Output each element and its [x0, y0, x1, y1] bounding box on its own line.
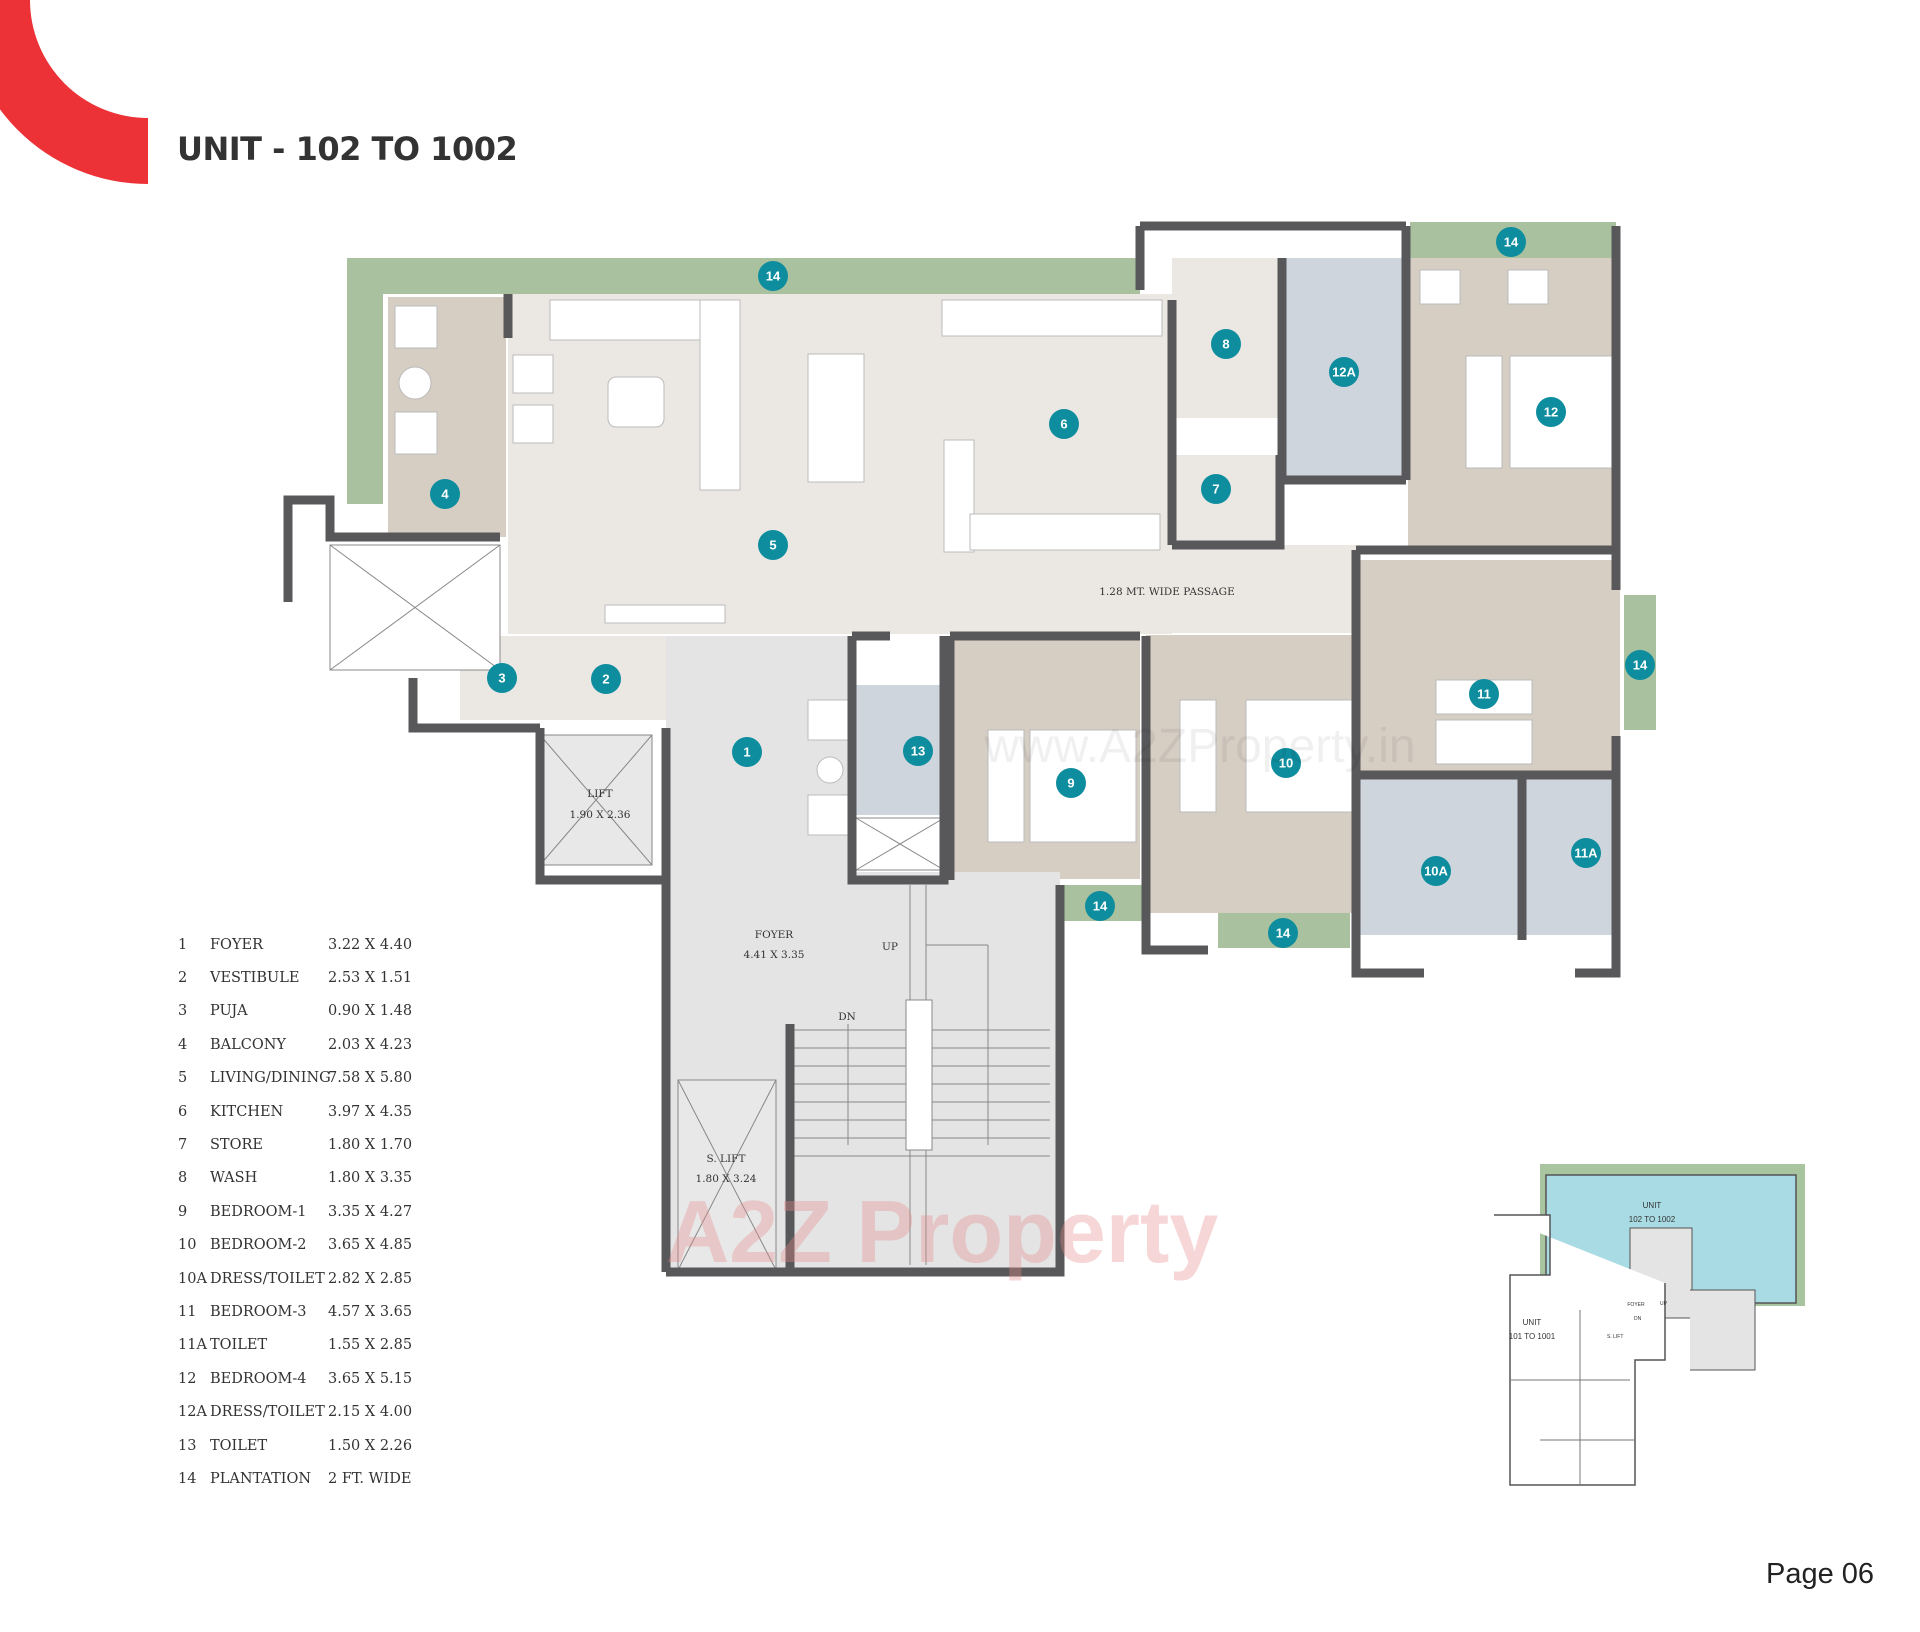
- staircase: [790, 885, 1050, 1265]
- svg-text:14: 14: [1633, 658, 1648, 673]
- svg-text:8: 8: [1222, 337, 1229, 352]
- foyer-label: FOYER: [755, 929, 794, 941]
- svg-text:101 TO 1001: 101 TO 1001: [1509, 1332, 1556, 1341]
- svg-text:14: 14: [1276, 926, 1291, 941]
- marker-4: 4: [430, 479, 460, 509]
- passage-label: 1.28 MT. WIDE PASSAGE: [1099, 586, 1235, 598]
- service-lift-size: 1.80 X 3.24: [696, 1173, 757, 1185]
- key-plan: UNIT 102 TO 1002 UNIT 101 TO 1001 FOYER …: [1494, 1164, 1805, 1486]
- passage: [1172, 545, 1356, 633]
- watermark-url: www.A2ZProperty.in: [983, 720, 1415, 773]
- watermark-logo: A2Z Property: [666, 1182, 1219, 1281]
- svg-text:11A: 11A: [1574, 846, 1598, 861]
- marker-1: 1: [732, 737, 762, 767]
- page-number: Page 06: [1766, 1558, 1875, 1590]
- svg-text:9: 9: [1067, 776, 1074, 791]
- marker-12a: 12A: [1329, 357, 1359, 387]
- marker-12: 12: [1536, 397, 1566, 427]
- svg-text:5: 5: [769, 538, 776, 553]
- marker-14: 14: [1625, 650, 1655, 680]
- marker-10a: 10A: [1421, 856, 1451, 886]
- svg-text:DN: DN: [1634, 1316, 1642, 1322]
- svg-text:UP: UP: [1660, 1301, 1668, 1307]
- svg-text:14: 14: [1504, 235, 1519, 250]
- stair-up-label: UP: [882, 941, 898, 953]
- page-title: UNIT - 102 TO 1002: [177, 130, 518, 168]
- marker-9: 9: [1056, 768, 1086, 798]
- stair-down-label: DN: [838, 1011, 856, 1023]
- lift-size: 1.90 X 2.36: [570, 809, 631, 821]
- marker-2: 2: [591, 664, 621, 694]
- svg-text:FOYER: FOYER: [1627, 1302, 1645, 1308]
- svg-text:12A: 12A: [1332, 365, 1356, 380]
- marker-3: 3: [487, 663, 517, 693]
- svg-text:7: 7: [1212, 482, 1219, 497]
- svg-text:10A: 10A: [1424, 864, 1448, 879]
- svg-text:14: 14: [1093, 899, 1108, 914]
- room-markers: 14 14 4 5 6 8 12A 12 7 3 2 1 13 9 10 11 …: [430, 227, 1655, 948]
- svg-text:6: 6: [1060, 417, 1067, 432]
- svg-text:3: 3: [498, 671, 505, 686]
- marker-14: 14: [1496, 227, 1526, 257]
- svg-text:4: 4: [441, 487, 449, 502]
- corner-accent: [0, 0, 148, 184]
- walls: [283, 221, 1621, 1277]
- marker-11: 11: [1469, 679, 1499, 709]
- svg-text:11: 11: [1477, 687, 1491, 702]
- marker-14: 14: [1085, 891, 1115, 921]
- svg-text:UNIT: UNIT: [1643, 1201, 1662, 1210]
- marker-13: 13: [903, 736, 933, 766]
- service-lift-label: S. LIFT: [707, 1153, 746, 1165]
- marker-14: 14: [758, 261, 788, 291]
- marker-11a: 11A: [1571, 838, 1601, 868]
- foyer-size: 4.41 X 3.35: [744, 949, 805, 961]
- marker-8: 8: [1211, 329, 1241, 359]
- marker-14: 14: [1268, 918, 1298, 948]
- svg-text:14: 14: [766, 269, 781, 284]
- marker-5: 5: [758, 530, 788, 560]
- svg-text:102 TO 1002: 102 TO 1002: [1629, 1215, 1676, 1224]
- svg-text:1: 1: [743, 745, 750, 760]
- svg-text:13: 13: [911, 744, 925, 759]
- dress-toilet-10a: [1360, 775, 1520, 935]
- marker-7: 7: [1201, 474, 1231, 504]
- lift-shafts: [329, 544, 945, 1271]
- svg-text:10: 10: [1279, 756, 1293, 771]
- marker-6: 6: [1049, 409, 1079, 439]
- marker-10: 10: [1271, 748, 1301, 778]
- svg-text:S. LIFT: S. LIFT: [1607, 1334, 1623, 1340]
- svg-text:12: 12: [1544, 405, 1558, 420]
- svg-text:2: 2: [602, 672, 609, 687]
- lift-label: LIFT: [587, 788, 612, 800]
- svg-text:UNIT: UNIT: [1523, 1318, 1542, 1327]
